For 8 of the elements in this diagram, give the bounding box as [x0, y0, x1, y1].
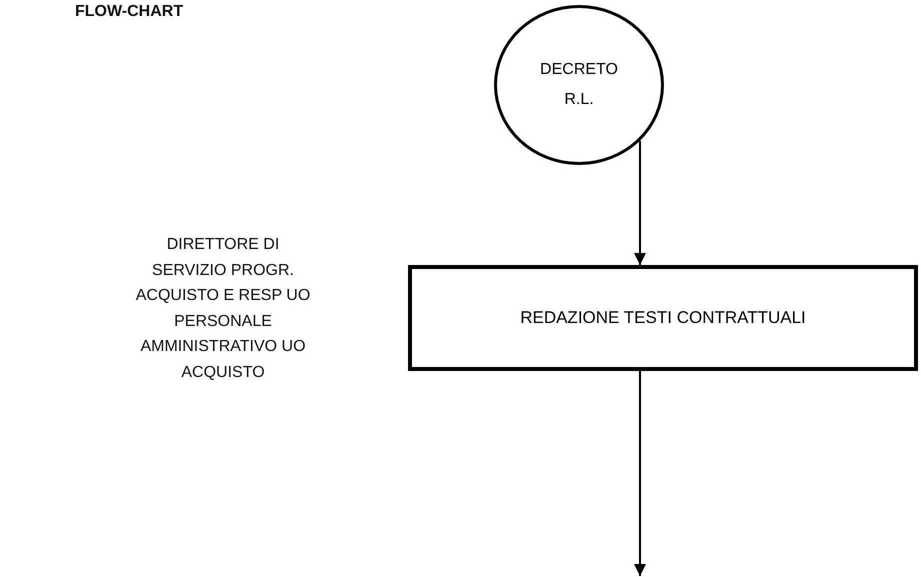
start-ellipse — [494, 5, 664, 165]
process-box — [408, 265, 918, 371]
title: FLOW-CHART — [75, 2, 184, 22]
node-text: DECRETO R.L. — [539, 60, 619, 110]
node-text: REDAZIONE TESTI CONTRATTUALI — [520, 306, 806, 329]
arrow — [634, 371, 646, 576]
arrow — [634, 140, 646, 265]
role-label: DIRETTORE DI SERVIZIO PROGR. ACQUISTO E RESP UO PERSONALE AMMINISTRATIVO UO ACQUISTO — [134, 235, 312, 383]
